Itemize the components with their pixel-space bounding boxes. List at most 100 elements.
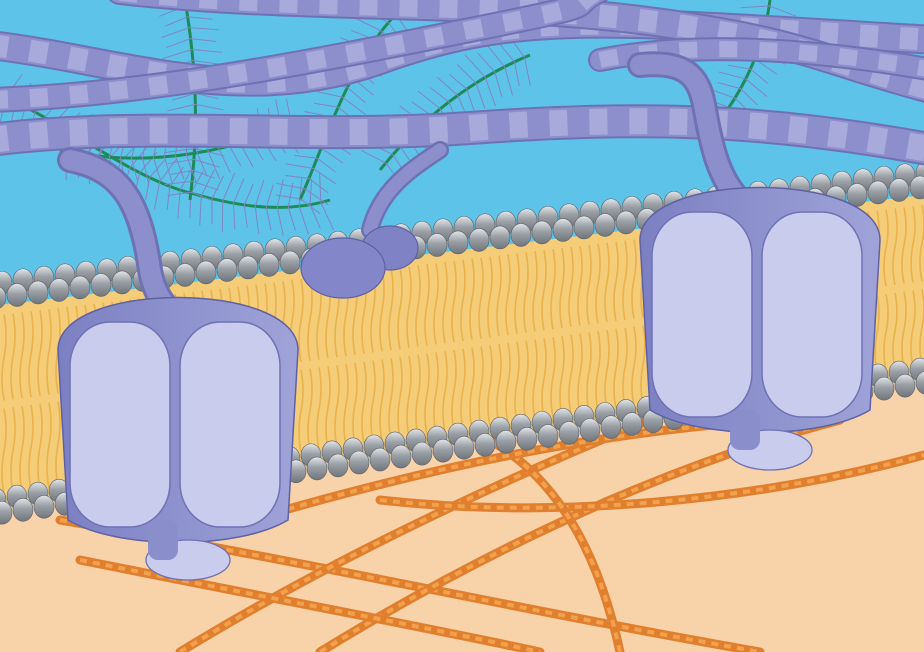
proteoglycan-bristle [316, 157, 336, 173]
proteoglycan-bristle [200, 169, 215, 197]
proteoglycan-bristle [320, 202, 335, 231]
lipid-tail [883, 209, 889, 287]
lipid-head [474, 432, 496, 457]
proteoglycan-bristle [769, 5, 797, 17]
proteoglycan-bristle [191, 49, 223, 53]
lipid-tail [451, 349, 457, 432]
lipid-tail [460, 259, 466, 342]
lipid-tail [415, 354, 421, 437]
lipid-head [432, 438, 454, 463]
lipid-tail [550, 337, 556, 418]
lipid-head [174, 263, 196, 287]
lipid-head [111, 270, 133, 295]
lipid-head [6, 283, 28, 307]
fibronectin-stalk-fill [363, 143, 447, 237]
lipid-tail [388, 358, 394, 441]
proteoglycan-bristle [265, 184, 274, 208]
proteoglycan-bristle [504, 66, 513, 96]
microfilament-twist [379, 453, 924, 510]
lipid-head [915, 371, 924, 395]
lipid-tail [568, 246, 574, 328]
lipid-tail [361, 361, 367, 444]
lipid-head [468, 228, 490, 252]
lipid-head [411, 441, 433, 466]
lipid-head [489, 225, 511, 250]
lipid-tail [559, 335, 565, 417]
lipid-tail [532, 339, 538, 420]
lipid-tail [28, 404, 34, 491]
lipid-tail [532, 251, 538, 332]
lipid-tail [487, 345, 493, 427]
lipid-tail [910, 290, 916, 367]
lipid-tail [298, 279, 304, 363]
proteoglycan-bristle [194, 147, 225, 157]
proteoglycan-bristle [456, 64, 477, 84]
integrin-tail-link [730, 410, 760, 450]
proteoglycan-bristle [718, 71, 746, 80]
lipid-head [873, 376, 895, 401]
proteoglycan-bristle [276, 207, 284, 236]
proteoglycan-bristle [287, 206, 297, 231]
integrin-beta-subunit [179, 321, 281, 528]
proteoglycan-bristle [167, 158, 195, 165]
lipid-tail [478, 257, 484, 339]
proteoglycan-bristle [199, 196, 202, 226]
proteoglycan-bristle [192, 59, 220, 65]
proteoglycan-bristle [254, 206, 260, 234]
lipid-tail [325, 366, 331, 450]
lipid-tail [505, 342, 511, 424]
lipid-tail [586, 332, 592, 413]
lipid-tail [343, 363, 349, 447]
proteoglycan-bristle [164, 147, 195, 154]
collagen-fibers [0, 0, 924, 166]
lipid-head [510, 223, 532, 247]
lipid-tail [442, 261, 448, 344]
proteoglycan-bristle [417, 90, 441, 110]
integrin-beta-subunit [761, 211, 863, 418]
proteoglycan-bristle [494, 71, 503, 97]
lipid-tail [883, 293, 889, 371]
lipid-tail [1, 314, 7, 401]
lipid-head [600, 415, 622, 439]
proteoglycan-bristle [189, 27, 219, 31]
lipid-head [894, 373, 916, 398]
lipid-tail [28, 311, 34, 398]
proteoglycan-bristle [233, 178, 245, 204]
proteoglycan-bristle [164, 16, 188, 27]
proteoglycan-bristle [207, 150, 221, 180]
lipid-tail [46, 309, 52, 395]
lipid-head [447, 230, 469, 255]
lipid-head [453, 435, 475, 460]
lipid-tail [523, 252, 529, 333]
proteoglycan-bristle [308, 178, 329, 194]
proteoglycan-bristle [429, 87, 450, 103]
proteoglycan-bristle [190, 191, 214, 202]
proteoglycan-bristle [153, 182, 161, 210]
lipid-tail [496, 344, 502, 425]
lipid-tail [487, 256, 493, 338]
lipid-tail [379, 269, 385, 352]
lipid-head [69, 275, 91, 300]
proteoglycan-bristle [265, 207, 272, 231]
lipid-head [390, 444, 412, 469]
lipid-tail [370, 360, 376, 443]
proteoglycan-bristle [477, 52, 496, 73]
proteoglycan-bristle [195, 103, 224, 111]
lipid-tail [901, 291, 907, 368]
lipid-head [573, 215, 595, 240]
proteoglycan-bristle [190, 38, 217, 43]
lipid-head [237, 255, 259, 280]
proteoglycan-bristle [475, 82, 486, 109]
lipid-head [558, 421, 580, 445]
proteoglycan-bristle [243, 204, 248, 228]
proteoglycan-bristle [298, 176, 303, 207]
lipid-tail [388, 268, 394, 351]
lipid-tail [424, 264, 430, 346]
lipid-tail [631, 239, 637, 319]
lipid-tail [424, 353, 430, 436]
proteoglycan-bristle [498, 42, 515, 63]
lipid-tail [604, 330, 610, 410]
proteoglycan-bristle [309, 179, 313, 205]
proteoglycan-bristle [287, 182, 294, 208]
